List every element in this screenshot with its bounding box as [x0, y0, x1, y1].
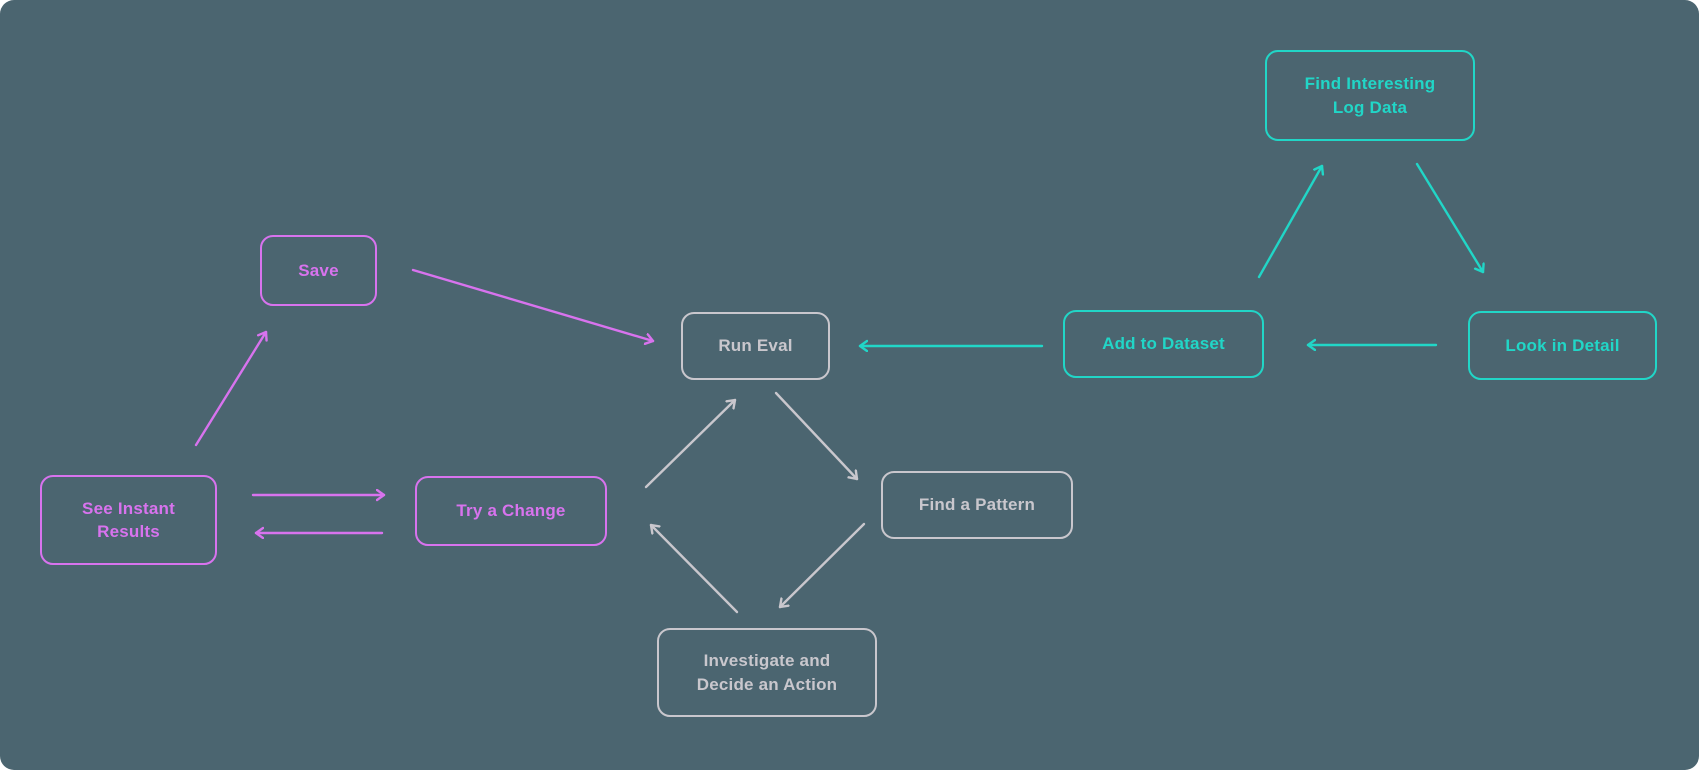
node-add-to-dataset: Add to Dataset — [1063, 310, 1264, 378]
edge-find-interesting-to-look-in-detail — [1415, 162, 1483, 274]
node-try-a-change: Try a Change — [415, 476, 607, 546]
edge-investigate-to-try-a-change — [649, 523, 739, 614]
node-run-eval-label: Run Eval — [718, 336, 793, 356]
edge-try-a-change-to-run-eval — [644, 398, 737, 489]
edge-see-instant-results-to-save — [194, 330, 266, 447]
node-run-eval: Run Eval — [681, 312, 830, 380]
node-investigate-and-decide-an-action: Investigate and Decide an Action — [657, 628, 877, 717]
node-find-a-pattern-label: Find a Pattern — [918, 495, 1036, 515]
node-investigate-and-decide-an-action-label: Investigate and Decide an Action — [696, 651, 838, 694]
node-save-label: Save — [298, 260, 339, 280]
node-add-to-dataset-label: Add to Dataset — [1102, 334, 1225, 354]
edge-save-to-run-eval — [411, 268, 655, 341]
node-see-instant-results: See Instant Results — [40, 475, 217, 565]
node-try-a-change-label: Try a Change — [456, 501, 566, 521]
node-look-in-detail: Look in Detail — [1468, 311, 1657, 380]
edge-add-to-dataset-to-find-interesting — [1257, 164, 1322, 279]
node-see-instant-results-label: See Instant Results — [82, 498, 175, 541]
edge-find-a-pattern-to-investigate — [778, 522, 866, 609]
node-find-interesting-log-data: Find Interesting Log Data — [1265, 50, 1475, 141]
node-look-in-detail-label: Look in Detail — [1505, 335, 1620, 355]
edge-run-eval-to-find-a-pattern — [774, 391, 859, 481]
node-find-interesting-log-data-label: Find Interesting Log Data — [1304, 74, 1436, 117]
node-save: Save — [260, 235, 377, 306]
node-find-a-pattern: Find a Pattern — [881, 471, 1073, 539]
